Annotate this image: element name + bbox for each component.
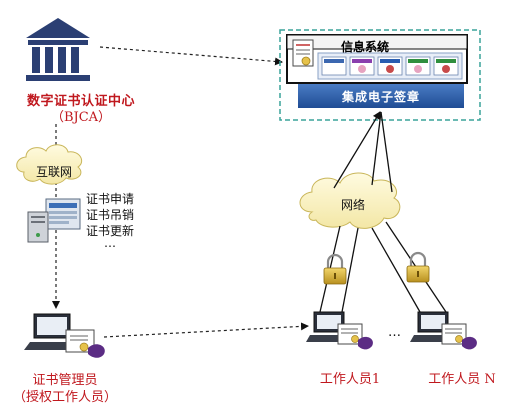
seal-label: 集成电子签章 bbox=[341, 90, 420, 104]
system-title: 信息系统 bbox=[340, 40, 389, 54]
network-to-worker1-line-b bbox=[341, 227, 359, 313]
ca-abbr-label: （BJCA） bbox=[50, 110, 112, 125]
admin-title: 证书管理员 bbox=[32, 373, 98, 388]
internet-label: 互联网 bbox=[35, 165, 72, 179]
network-to-seal-arrow-left bbox=[333, 111, 381, 189]
worker-last-label: 工作人员 N bbox=[428, 372, 496, 387]
ca-building-icon bbox=[26, 18, 90, 81]
worker1-workstation-icon bbox=[306, 311, 373, 350]
operation-apply: 证书申请 bbox=[86, 192, 135, 206]
network-cloud bbox=[299, 172, 401, 229]
workers-ellipsis: … bbox=[388, 325, 402, 340]
workern-workstation-icon bbox=[410, 311, 477, 350]
ca-name-label: 数字证书认证中心 bbox=[26, 94, 135, 109]
system-outer-frame bbox=[279, 29, 481, 121]
network-to-seal-line-right bbox=[371, 111, 382, 186]
app-thumbnails bbox=[317, 52, 463, 80]
admin-to-worker-connector bbox=[103, 322, 309, 338]
worker-first-label: 工作人员1 bbox=[319, 372, 381, 387]
network-label: 网络 bbox=[340, 198, 365, 212]
system-titlebar bbox=[286, 34, 468, 50]
operation-renew: 证书更新 bbox=[86, 224, 135, 238]
operation-revoke: 证书吊销 bbox=[86, 208, 135, 222]
admin-workstation-icon bbox=[24, 313, 105, 358]
internet-cloud bbox=[16, 144, 83, 185]
operation-more: … bbox=[104, 236, 116, 250]
document-icon bbox=[292, 39, 314, 67]
lock-icon bbox=[323, 253, 347, 285]
seal-bar bbox=[298, 84, 464, 108]
admin-subtitle: （授权工作人员） bbox=[12, 390, 117, 405]
lock-icon bbox=[406, 251, 430, 283]
network-to-workern-line-a bbox=[371, 227, 421, 313]
ca-to-system-connector bbox=[99, 46, 283, 66]
network-to-seal-line-right-2 bbox=[380, 111, 393, 193]
server-icon bbox=[27, 198, 81, 243]
